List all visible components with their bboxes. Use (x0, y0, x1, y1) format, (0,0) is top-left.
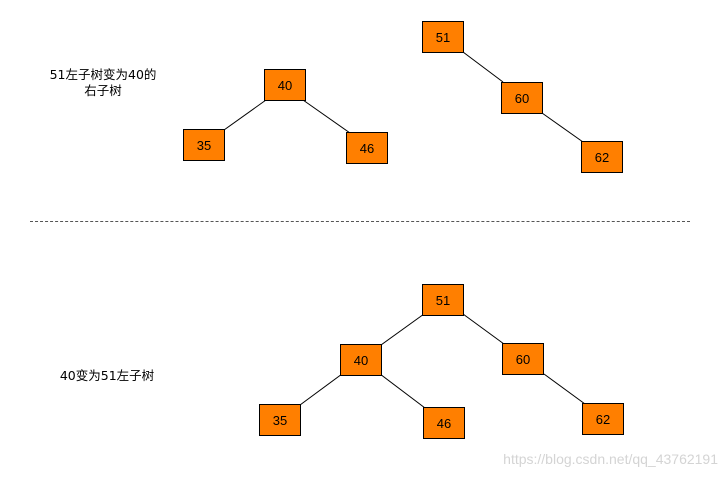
node-top-right-root: 51 (422, 21, 464, 53)
node-bottom-left-right: 46 (423, 407, 465, 439)
top-caption: 51左子树变为40的 右子树 (40, 67, 166, 99)
node-top-left-right: 46 (346, 132, 388, 164)
node-bottom-root: 51 (422, 284, 464, 316)
node-bottom-right: 60 (502, 343, 544, 375)
edge-51-60-bottom (462, 313, 505, 345)
node-bottom-left-left: 35 (259, 404, 301, 436)
edge-60-62 (541, 112, 584, 143)
edge-51-60 (462, 51, 504, 83)
dashed-divider (30, 221, 690, 222)
edge-40-35 (223, 99, 267, 131)
edge-60-62-bottom (543, 373, 586, 405)
node-top-left-left: 35 (183, 129, 225, 161)
node-bottom-left: 40 (340, 344, 382, 376)
bottom-caption: 40变为51左子树 (59, 368, 155, 383)
edge-40-35-bottom (299, 373, 343, 406)
top-caption-line2: 右子树 (84, 83, 122, 98)
top-caption-line1: 51左子树变为40的 (49, 67, 157, 82)
edge-40-46 (302, 99, 351, 134)
edge-51-40 (380, 313, 425, 346)
watermark: https://blog.csdn.net/qq_43762191 (503, 451, 718, 467)
node-top-left-root: 40 (264, 69, 306, 101)
node-top-right-grandchild: 62 (581, 141, 623, 173)
node-top-right-child: 60 (501, 82, 543, 114)
node-bottom-right-right: 62 (582, 403, 624, 435)
edge-40-46-bottom (379, 373, 426, 409)
